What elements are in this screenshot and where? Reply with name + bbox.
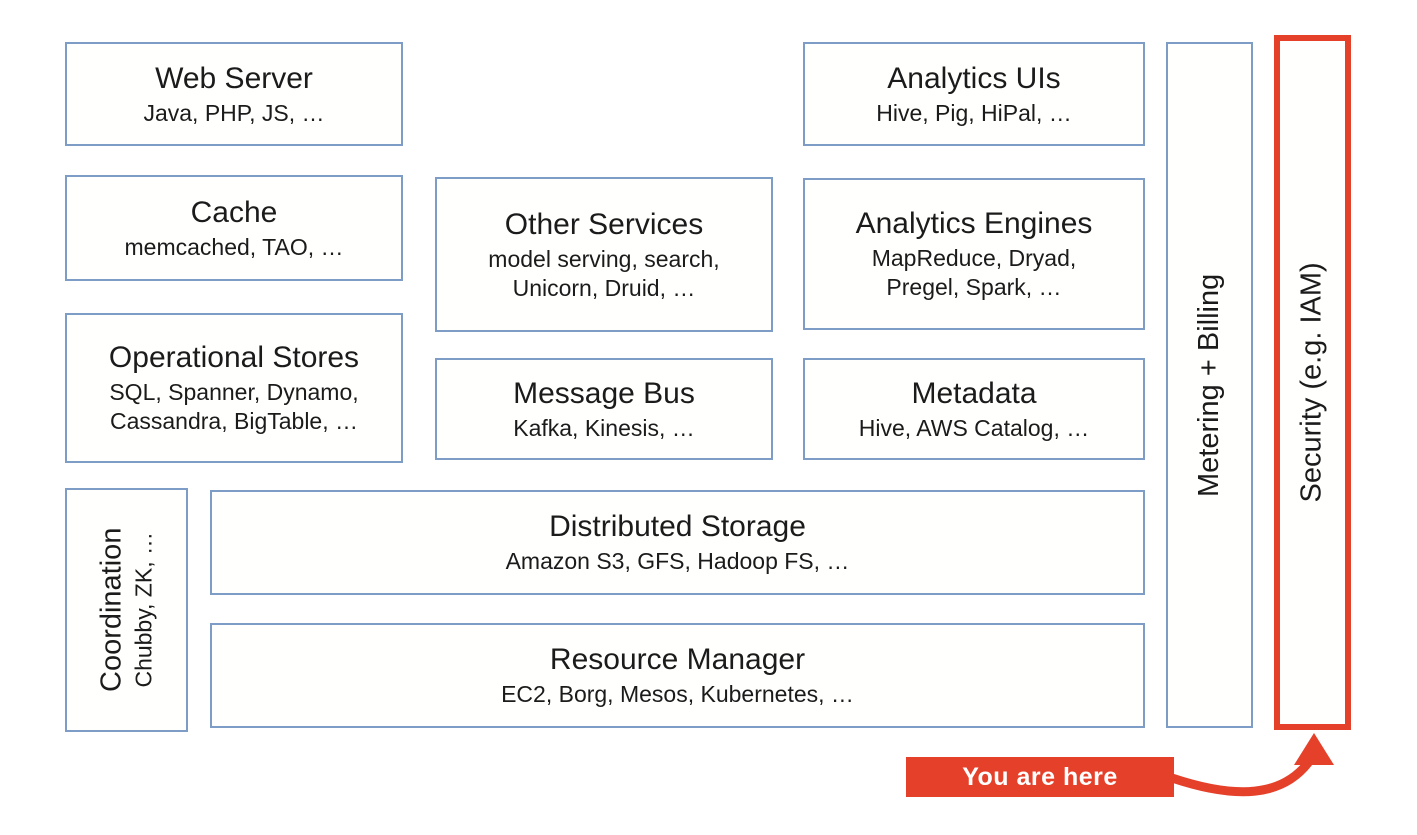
box-subtitle: Hive, Pig, HiPal, …: [876, 99, 1072, 126]
box-subtitle: SQL, Spanner, Dynamo, Cassandra, BigTabl…: [109, 379, 359, 434]
box-title: Cache: [190, 195, 278, 229]
box-title: Distributed Storage: [549, 510, 806, 544]
box-other-services: Other Services model serving, search, Un…: [435, 177, 773, 332]
box-title: Message Bus: [513, 376, 695, 410]
box-metering-billing: Metering + Billing: [1166, 42, 1253, 728]
box-analytics-uis: Analytics UIs Hive, Pig, HiPal, …: [803, 42, 1145, 146]
box-subtitle: memcached, TAO, …: [124, 233, 344, 260]
box-subtitle: EC2, Borg, Mesos, Kubernetes, …: [501, 681, 854, 708]
box-coordination: Coordination Chubby, ZK, …: [65, 488, 188, 732]
box-subtitle: Amazon S3, GFS, Hadoop FS, …: [505, 548, 850, 575]
box-metadata: Metadata Hive, AWS Catalog, …: [803, 358, 1145, 460]
box-title: Web Server: [155, 61, 313, 95]
box-distributed-storage: Distributed Storage Amazon S3, GFS, Hado…: [210, 490, 1145, 595]
vertical-text: Coordination Chubby, ZK, …: [95, 528, 159, 692]
box-operational-stores: Operational Stores SQL, Spanner, Dynamo,…: [65, 313, 403, 463]
box-title: Metadata: [911, 376, 1037, 410]
box-title: Other Services: [504, 207, 704, 241]
box-subtitle: Kafka, Kinesis, …: [513, 414, 695, 441]
you-are-here-label: You are here: [906, 757, 1174, 797]
box-analytics-engines: Analytics Engines MapReduce, Dryad, Preg…: [803, 178, 1145, 330]
box-title: Metering + Billing: [1193, 273, 1226, 497]
box-subtitle: Chubby, ZK, …: [130, 532, 157, 688]
box-title: Operational Stores: [108, 341, 360, 375]
box-cache: Cache memcached, TAO, …: [65, 175, 403, 281]
box-subtitle: model serving, search, Unicorn, Druid, …: [488, 245, 720, 301]
box-web-server: Web Server Java, PHP, JS, …: [65, 42, 403, 146]
box-title: Security (e.g. IAM): [1296, 262, 1329, 503]
box-title: Coordination: [95, 527, 128, 693]
box-subtitle: MapReduce, Dryad, Pregel, Spark, …: [871, 245, 1077, 300]
box-title: Analytics Engines: [855, 207, 1093, 241]
box-message-bus: Message Bus Kafka, Kinesis, …: [435, 358, 773, 460]
box-subtitle: Hive, AWS Catalog, …: [858, 414, 1090, 441]
vertical-text: Security (e.g. IAM): [1295, 262, 1330, 502]
box-title: Resource Manager: [549, 643, 806, 677]
you-are-here-text: You are here: [962, 762, 1118, 791]
box-security: Security (e.g. IAM): [1274, 35, 1351, 730]
box-subtitle: Java, PHP, JS, …: [143, 99, 325, 126]
arrow-curve: [1167, 758, 1313, 797]
box-resource-manager: Resource Manager EC2, Borg, Mesos, Kuber…: [210, 623, 1145, 728]
vertical-text: Metering + Billing: [1192, 273, 1227, 496]
arrow-head: [1294, 733, 1334, 765]
box-title: Analytics UIs: [887, 61, 1061, 95]
